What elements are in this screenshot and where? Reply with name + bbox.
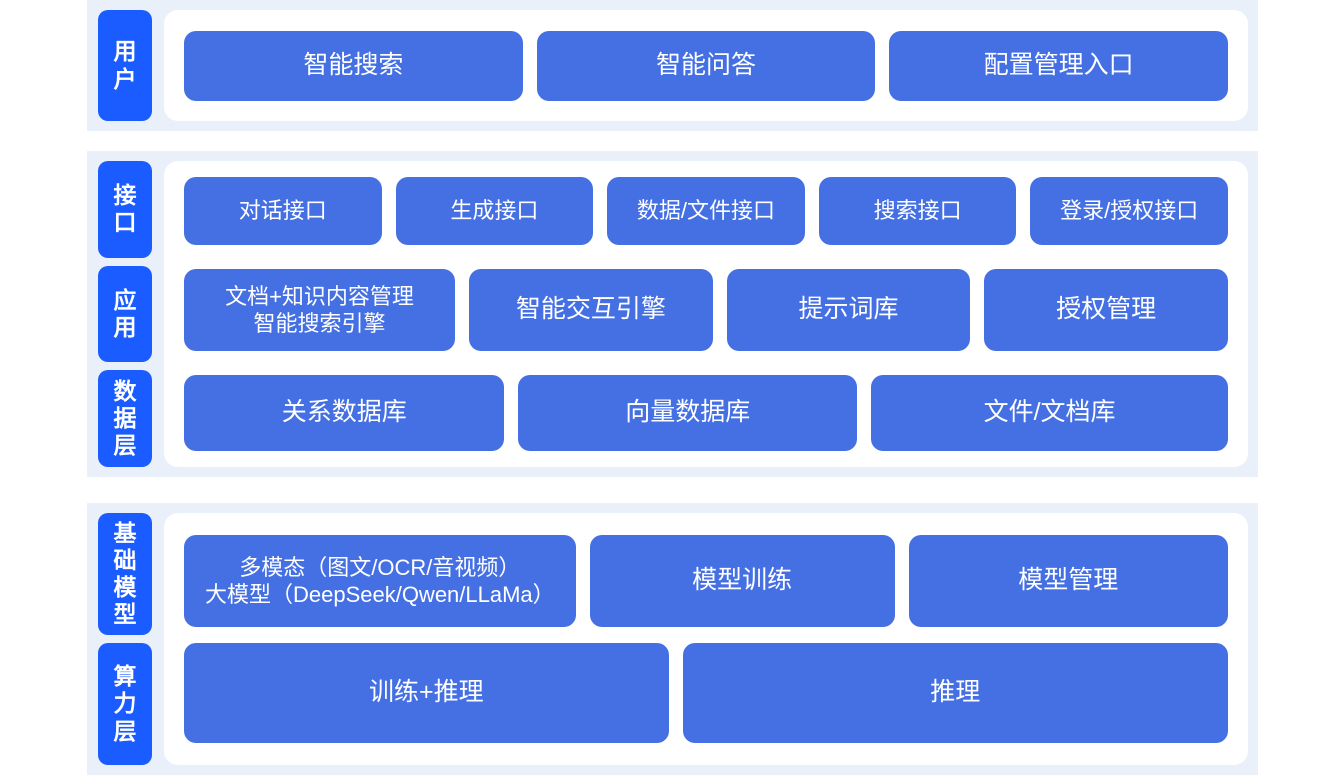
box-model-training[interactable]: 模型训练 (589, 535, 895, 627)
section-user-card: 智能搜索 智能问答 配置管理入口 (164, 10, 1248, 121)
box-doc-knowledge-line1: 文档+知识内容管理 (225, 283, 414, 309)
layer-label-compute: 算力层 (98, 643, 152, 765)
box-multimodal-line2: 大模型（DeepSeek/Qwen/LLaMa） (204, 582, 555, 607)
layer-label-interface-text: 接口 (113, 182, 137, 236)
box-doc-knowledge-line2: 智能搜索引擎 (253, 311, 386, 336)
row-user-entries: 智能搜索 智能问答 配置管理入口 (184, 30, 1229, 101)
section-base-labels: 基础模型 算力层 (98, 513, 152, 765)
architecture-diagram: 用户 智能搜索 智能问答 配置管理入口 接口 应用 数据层 对话 (87, 0, 1258, 784)
layer-label-application: 应用 (98, 265, 152, 363)
box-smart-qa[interactable]: 智能问答 (536, 30, 876, 101)
row-model: 多模态（图文/OCR/音视频） 大模型（DeepSeek/Qwen/LLaMa）… (184, 535, 1228, 627)
box-data-file-api[interactable]: 数据/文件接口 (607, 177, 805, 245)
row-data: 关系数据库 向量数据库 文件/文档库 (184, 375, 1229, 451)
section-base: 基础模型 算力层 多模态（图文/OCR/音视频） 大模型（DeepSeek/Qw… (87, 503, 1258, 775)
box-prompt-library[interactable]: 提示词库 (726, 269, 971, 351)
layer-label-data: 数据层 (98, 370, 152, 468)
box-file-doc-store[interactable]: 文件/文档库 (871, 375, 1229, 451)
box-dialog-api[interactable]: 对话接口 (184, 177, 382, 245)
box-train-infer[interactable]: 训练+推理 (184, 643, 669, 743)
row-application: 文档+知识内容管理 智能搜索引擎 智能交互引擎 提示词库 授权管理 (184, 269, 1228, 351)
box-relational-db[interactable]: 关系数据库 (184, 375, 505, 451)
box-model-management[interactable]: 模型管理 (908, 535, 1228, 627)
layer-label-user-text: 用户 (113, 38, 137, 92)
row-interface: 对话接口 生成接口 数据/文件接口 搜索接口 登录/授权接口 (184, 177, 1228, 245)
layer-label-compute-text: 算力层 (113, 663, 137, 744)
box-search-api[interactable]: 搜索接口 (818, 177, 1017, 245)
box-infer[interactable]: 推理 (682, 643, 1228, 743)
box-config-entry[interactable]: 配置管理入口 (889, 30, 1229, 101)
box-multimodal-large-model[interactable]: 多模态（图文/OCR/音视频） 大模型（DeepSeek/Qwen/LLaMa） (184, 535, 576, 627)
layer-label-base-model-text: 基础模型 (113, 519, 137, 628)
box-multimodal-line1: 多模态（图文/OCR/音视频） (239, 554, 521, 580)
layer-label-data-text: 数据层 (113, 377, 137, 459)
layer-label-interface: 接口 (98, 161, 152, 258)
section-base-card: 多模态（图文/OCR/音视频） 大模型（DeepSeek/Qwen/LLaMa）… (164, 513, 1248, 765)
box-auth-management[interactable]: 授权管理 (984, 269, 1228, 351)
box-doc-knowledge-management[interactable]: 文档+知识内容管理 智能搜索引擎 (184, 269, 455, 351)
section-user: 用户 智能搜索 智能问答 配置管理入口 (87, 0, 1258, 131)
box-vector-db[interactable]: 向量数据库 (518, 375, 858, 451)
box-interaction-engine[interactable]: 智能交互引擎 (468, 269, 713, 351)
box-smart-search[interactable]: 智能搜索 (184, 30, 523, 101)
box-login-auth-api[interactable]: 登录/授权接口 (1030, 177, 1228, 245)
layer-label-base-model: 基础模型 (98, 513, 152, 635)
section-middle-card: 对话接口 生成接口 数据/文件接口 搜索接口 登录/授权接口 文档+知识内容管理… (164, 161, 1248, 467)
row-compute: 训练+推理 推理 (184, 643, 1228, 743)
layer-label-application-text: 应用 (113, 286, 137, 340)
box-generate-api[interactable]: 生成接口 (395, 177, 594, 245)
section-middle-labels: 接口 应用 数据层 (98, 161, 152, 468)
layer-label-user: 用户 (98, 10, 152, 121)
section-middle: 接口 应用 数据层 对话接口 生成接口 数据/文件接口 搜索接口 登录/授权接口… (87, 151, 1258, 477)
section-user-labels: 用户 (98, 10, 152, 121)
